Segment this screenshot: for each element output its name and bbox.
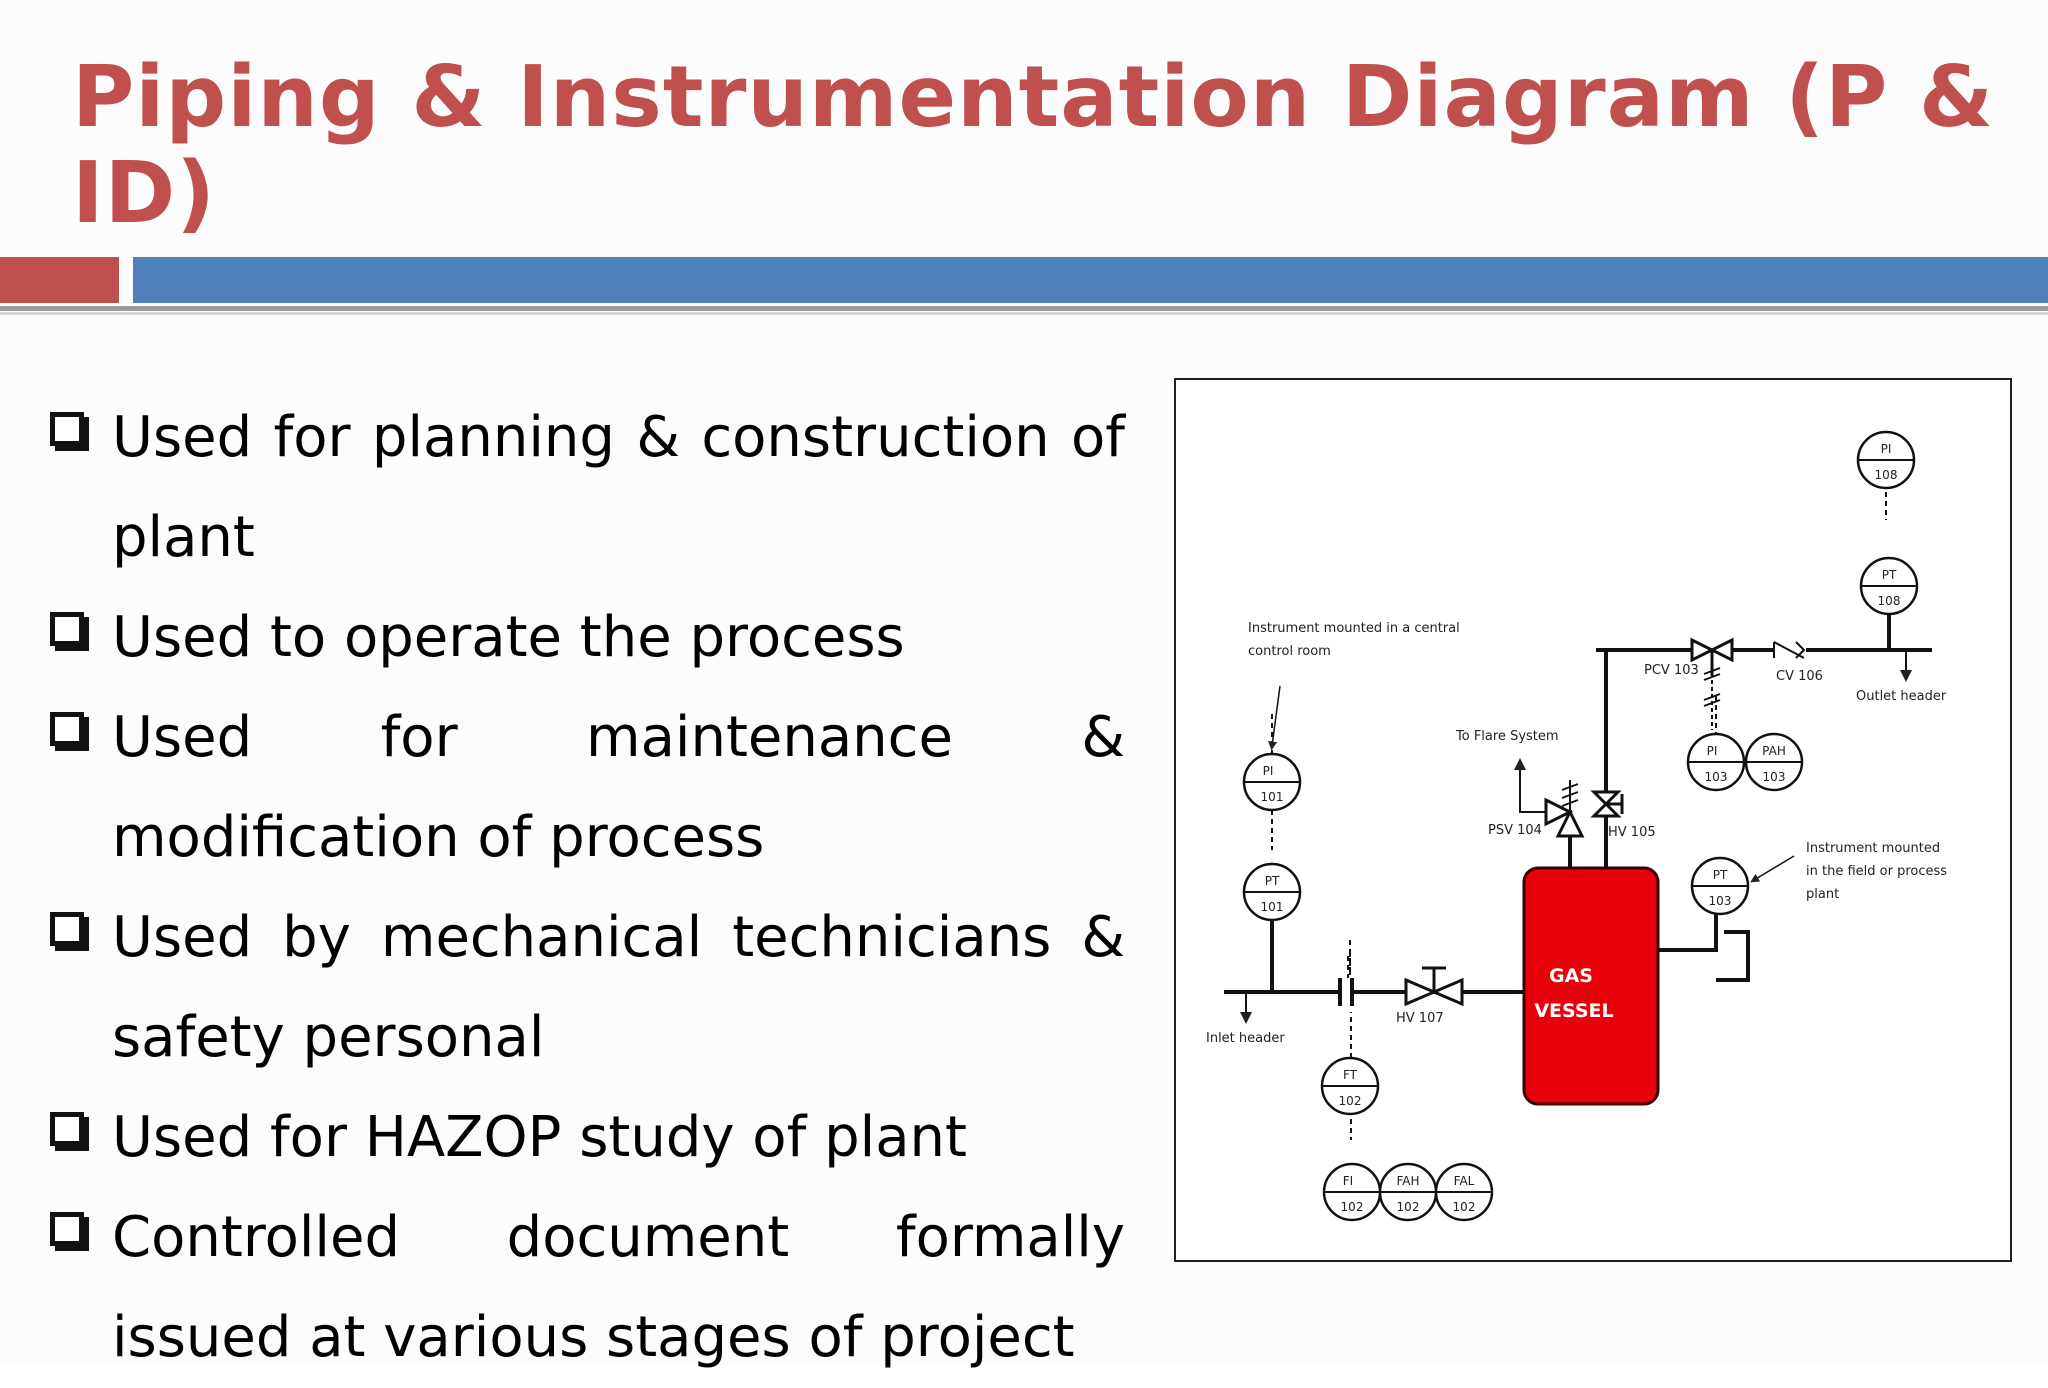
pt101-number: 101	[1261, 900, 1284, 914]
bullet-text: Used to operate the process	[112, 605, 905, 670]
checkbox-bullet-icon	[50, 912, 84, 946]
checkbox-bullet-icon	[50, 1212, 84, 1246]
field-label-2: in the field or process	[1806, 864, 1947, 879]
pi108-number: 108	[1875, 468, 1898, 482]
pcv-signal-ticks	[1703, 693, 1721, 707]
pt103-number: 103	[1709, 894, 1732, 908]
ft102-tag: FT	[1343, 1068, 1358, 1082]
bullet-text: Used for HAZOP study of plant	[112, 1105, 967, 1170]
pi101-tag: PI	[1263, 764, 1274, 778]
hv105-label: HV 105	[1608, 825, 1656, 840]
pcv103-valve-icon	[1690, 637, 1734, 681]
bullet-item: Used by mechanical technicians & safety …	[40, 888, 1125, 1088]
pt103-connection	[1658, 910, 1718, 952]
bullet-text: Used by mechanical technicians & safety …	[112, 905, 1125, 1070]
instrument-bubble-fi102: FI 102	[1322, 1162, 1382, 1222]
bullet-text: Used for maintenance & modification of p…	[112, 705, 1125, 870]
flare-system-label: To Flare System	[1455, 729, 1559, 744]
vessel-label-line2: VESSEL	[1534, 1000, 1613, 1022]
hv107-label: HV 107	[1396, 1011, 1444, 1026]
title-divider-shadow	[0, 312, 2048, 315]
fi102-tag: FI	[1343, 1174, 1353, 1188]
psv104-valve-icon	[1519, 772, 1585, 838]
pi103-number: 103	[1705, 770, 1728, 784]
flow-orifice	[1338, 978, 1354, 1006]
inlet-header-label: Inlet header	[1206, 1031, 1285, 1046]
pcv103-label: PCV 103	[1644, 663, 1699, 678]
pt103-tag: PT	[1713, 868, 1728, 882]
field-callout-arrow	[1750, 855, 1795, 883]
title-accent-red-bar	[0, 257, 119, 303]
instrument-bubble-ft102: FT 102	[1320, 1056, 1380, 1116]
instrument-bubble-pi108: PI 108	[1856, 430, 1916, 490]
pah103-number: 103	[1763, 770, 1786, 784]
checkbox-bullet-icon	[50, 612, 84, 646]
ft102-number: 102	[1339, 1094, 1362, 1108]
fal102-tag: FAL	[1454, 1174, 1475, 1188]
diagram-labels: Instrument mounted in a central control …	[1206, 621, 1947, 1046]
pah103-tag: PAH	[1762, 744, 1786, 758]
bullet-item: Used for maintenance & modification of p…	[40, 688, 1125, 888]
instrument-bubble-pt103: PT 103	[1690, 856, 1750, 916]
pid-diagram-frame: GAS VESSEL	[1174, 378, 2012, 1262]
fal102-number: 102	[1453, 1200, 1476, 1214]
pt108-tag: PT	[1882, 568, 1897, 582]
checkbox-bullet-icon	[50, 412, 84, 446]
pi101-number: 101	[1261, 790, 1284, 804]
bullet-item: Controlled document formally issued at v…	[40, 1188, 1125, 1388]
central-room-label-2: control room	[1248, 644, 1331, 659]
pt101-tag: PT	[1265, 874, 1280, 888]
field-label-1: Instrument mounted	[1806, 841, 1940, 856]
cv106-valve-icon	[1773, 641, 1806, 659]
outlet-header-label: Outlet header	[1856, 689, 1947, 704]
fah102-tag: FAH	[1396, 1174, 1419, 1188]
bullet-item: Used for planning & construction of plan…	[40, 388, 1125, 588]
fah102-number: 102	[1397, 1200, 1420, 1214]
hv107-valve-icon	[1404, 966, 1464, 1007]
instrument-bubble-fal102: FAL 102	[1434, 1162, 1494, 1222]
hv105-valve-icon	[1590, 790, 1624, 818]
instrument-bubble-fah102: FAH 102	[1378, 1162, 1438, 1222]
pi108-tag: PI	[1881, 442, 1892, 456]
pi103-tag: PI	[1707, 744, 1718, 758]
instrument-bubble-pt108: PT 108	[1859, 556, 1919, 616]
title-accent-blue-bar	[133, 257, 2048, 303]
cv106-label: CV 106	[1776, 669, 1823, 684]
pid-diagram: GAS VESSEL	[1206, 430, 1947, 1222]
instrument-bubble-pi101: PI 101	[1242, 752, 1302, 812]
bullet-list: Used for planning & construction of plan…	[40, 388, 1125, 1388]
central-room-label-1: Instrument mounted in a central	[1248, 621, 1460, 636]
gas-vessel: GAS VESSEL	[1522, 866, 1660, 1106]
fi102-number: 102	[1341, 1200, 1364, 1214]
instrument-bubble-pt101: PT 101	[1242, 862, 1302, 922]
bullet-text: Used for planning & construction of plan…	[112, 405, 1125, 570]
checkbox-bullet-icon	[50, 1112, 84, 1146]
bullet-item: Used for HAZOP study of plant	[40, 1088, 1125, 1188]
checkbox-bullet-icon	[50, 712, 84, 746]
slide-title: Piping & Instrumentation Diagram (P & ID…	[72, 48, 1995, 243]
title-divider-line	[0, 306, 2048, 311]
vessel-label-line1: GAS	[1549, 965, 1593, 987]
bullet-item: Used to operate the process	[40, 588, 1125, 688]
field-label-3: plant	[1806, 887, 1839, 902]
instrument-bubble-pah103: PAH 103	[1744, 732, 1804, 792]
pt108-number: 108	[1878, 594, 1901, 608]
bullet-text: Controlled document formally issued at v…	[112, 1205, 1125, 1370]
central-room-callout-arrow	[1268, 685, 1281, 751]
psv104-label: PSV 104	[1488, 823, 1542, 838]
instrument-bubble-pi103: PI 103	[1686, 732, 1746, 792]
